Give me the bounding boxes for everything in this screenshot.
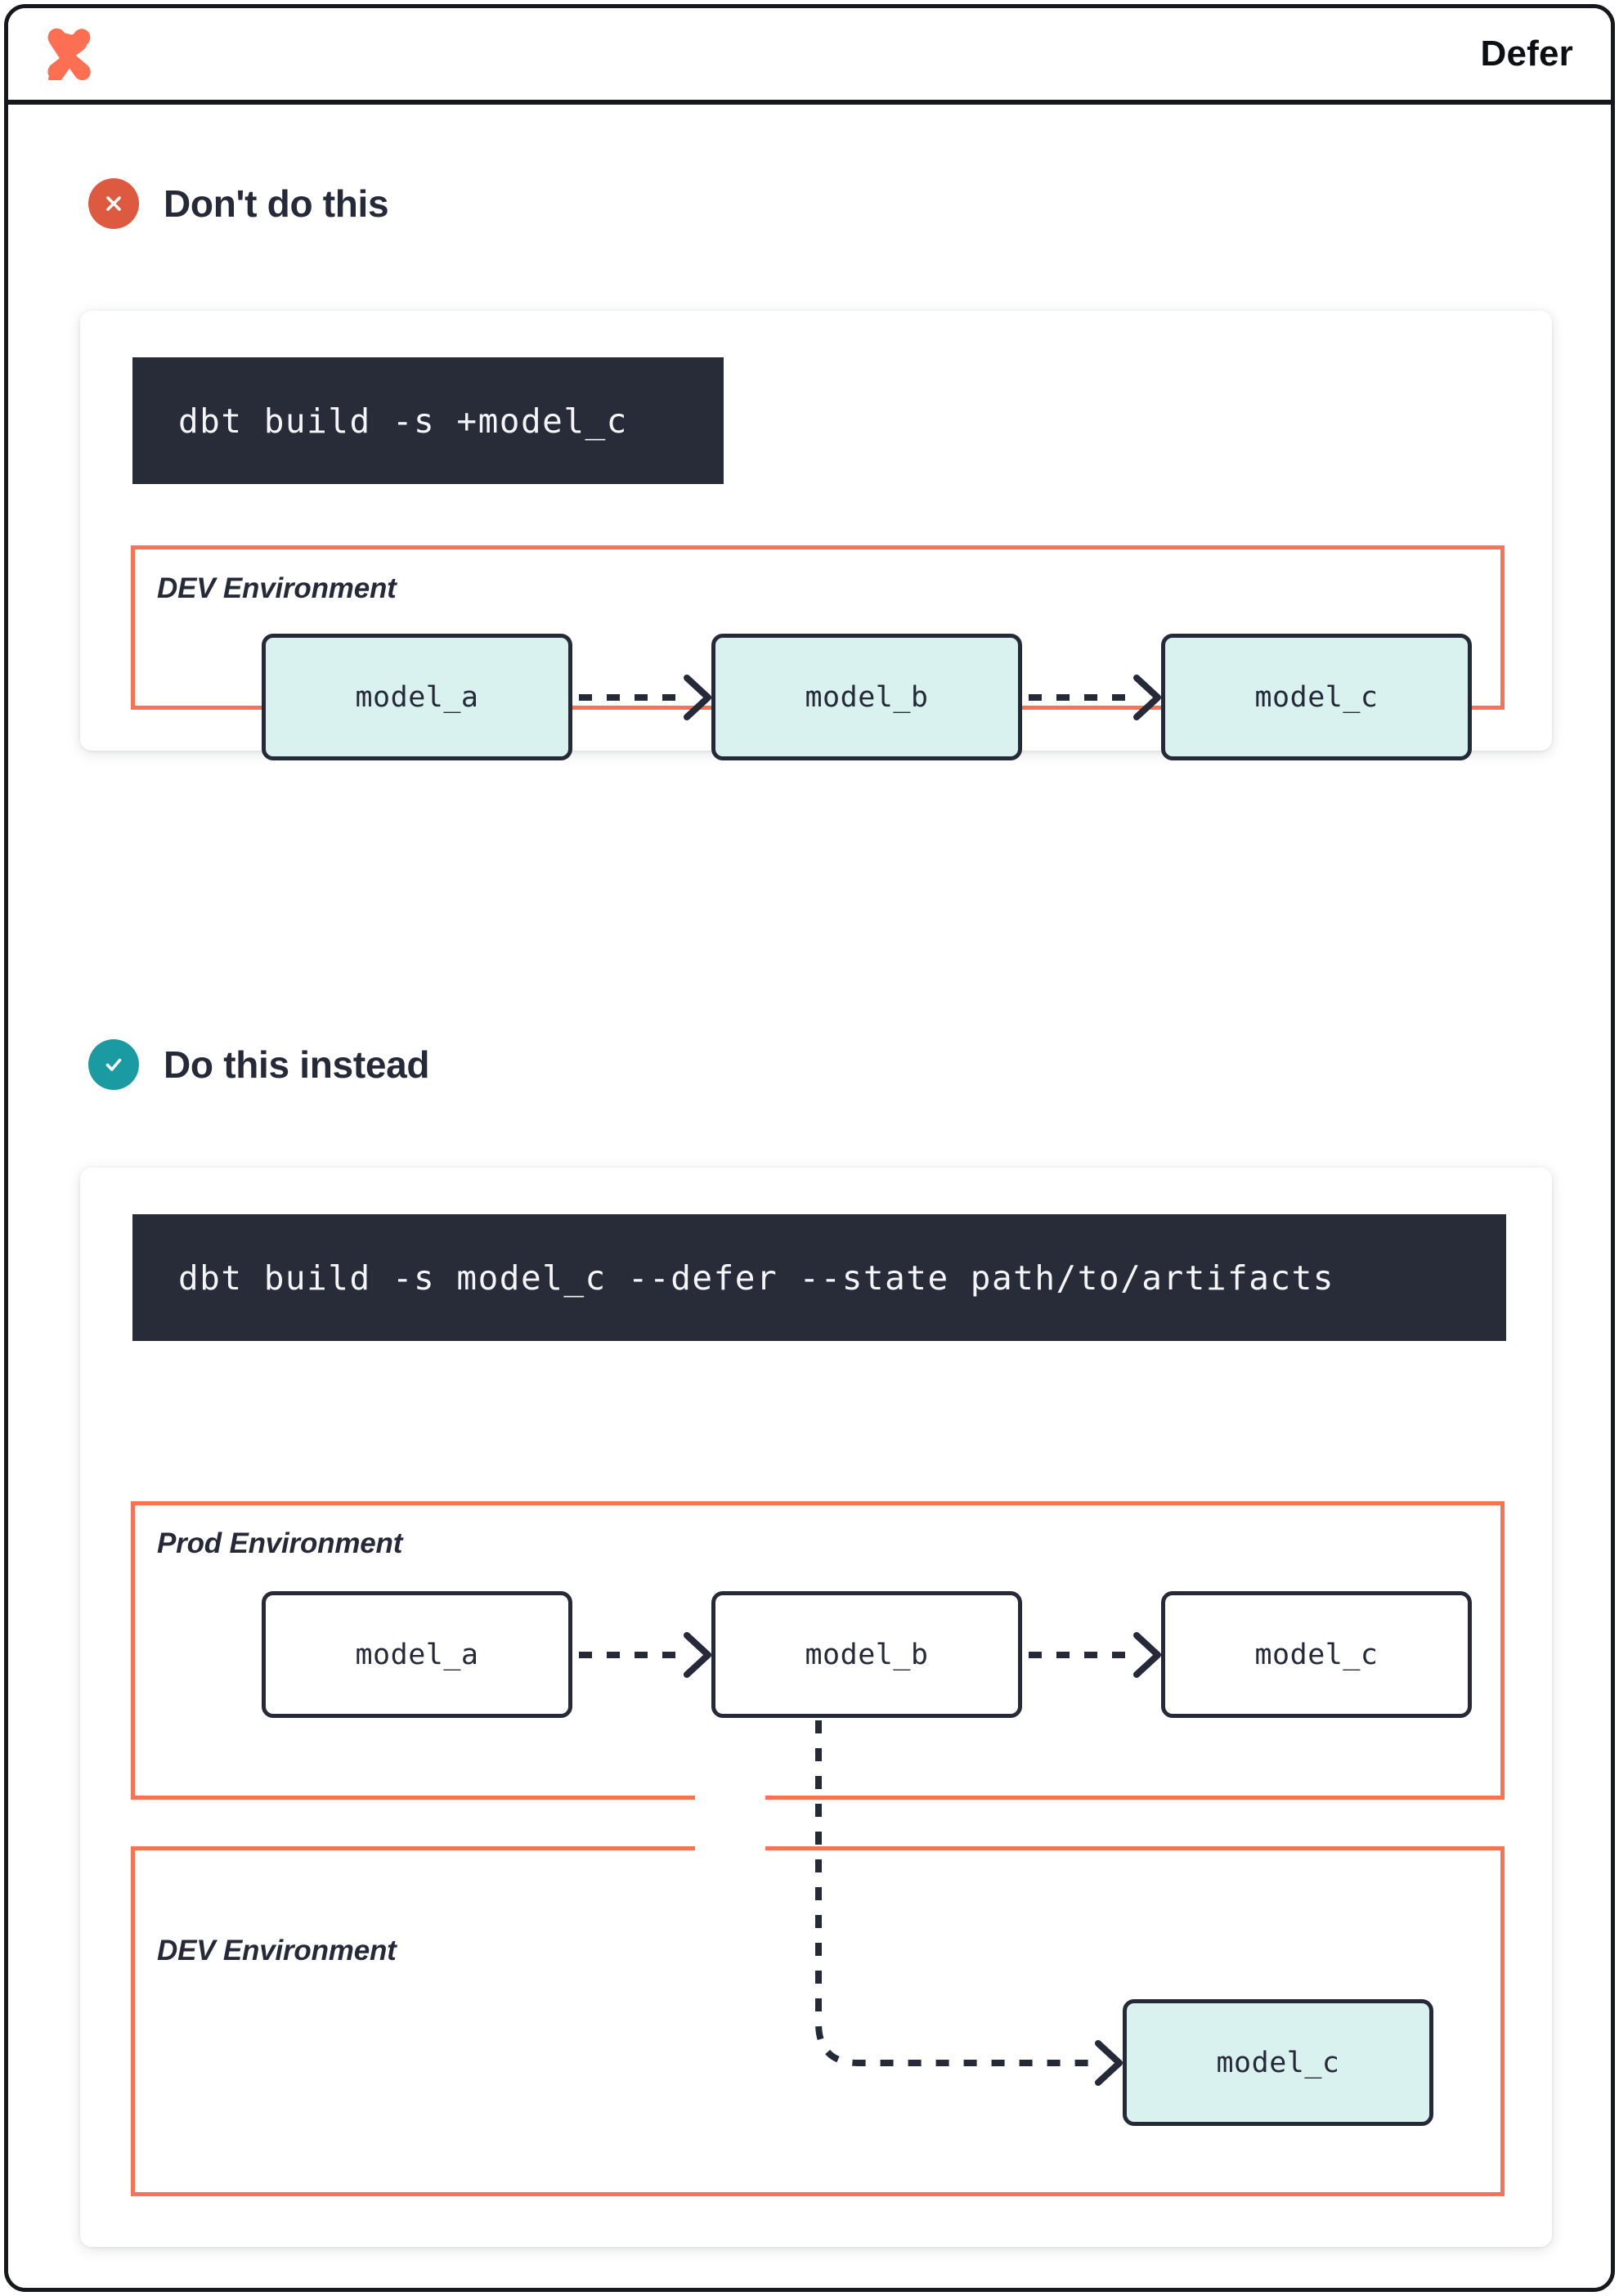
- env-prod-border-bottom-right: [765, 1796, 1505, 1800]
- section-title-do: Do this instead: [164, 1043, 430, 1086]
- node-model-b-prod[interactable]: model_b: [711, 1591, 1022, 1718]
- code-block-do[interactable]: dbt build -s model_c --defer --state pat…: [132, 1214, 1506, 1341]
- page-title: Defer: [1480, 34, 1573, 74]
- node-model-c-dev-dont[interactable]: model_c: [1161, 634, 1472, 760]
- env-prod-border-left: [131, 1501, 135, 1800]
- arrowhead-defer-to-dev-c: [1095, 2040, 1123, 2086]
- check-circle-icon: [88, 1039, 139, 1090]
- env-dev-border-bottom: [131, 2192, 1505, 2196]
- node-model-c-prod[interactable]: model_c: [1161, 1591, 1472, 1718]
- env-label-prod: Prod Environment: [157, 1527, 403, 1559]
- env-dev-border-top-left: [131, 1846, 695, 1850]
- section-title-dont: Don't do this: [164, 182, 389, 225]
- env-prod-border-bottom-left: [131, 1796, 695, 1800]
- arrowhead-prod-b-to-c: [1133, 1632, 1161, 1678]
- node-model-a-prod[interactable]: model_a: [262, 1591, 572, 1718]
- poster-frame: Defer Don't do this dbt build -s +model_…: [4, 4, 1615, 2292]
- env-label-dev-dont: DEV Environment: [157, 572, 397, 604]
- node-model-b-dev-dont[interactable]: model_b: [711, 634, 1022, 760]
- section-header-dont: Don't do this: [88, 178, 389, 229]
- card-do: dbt build -s model_c --defer --state pat…: [80, 1168, 1552, 2247]
- arrow-defer-prod-b-to-dev-c: [815, 1720, 1098, 2066]
- card-dont: dbt build -s +model_c DEV Environment mo…: [80, 311, 1552, 760]
- dbt-logo-icon: [43, 25, 96, 83]
- env-dev-border-top-right: [765, 1846, 1505, 1850]
- header-bar: Defer: [8, 8, 1611, 105]
- content-area: Don't do this dbt build -s +model_c DEV …: [8, 105, 1611, 2288]
- node-model-a-dev-dont[interactable]: model_a: [262, 634, 572, 760]
- arrowhead-prod-a-to-b: [684, 1632, 711, 1678]
- env-dev-border-right: [1500, 1846, 1505, 2196]
- env-prod-border-top: [131, 1501, 1505, 1505]
- section-header-do: Do this instead: [88, 1039, 430, 1090]
- env-label-dev-do: DEV Environment: [157, 1935, 397, 1966]
- x-circle-icon: [88, 178, 139, 229]
- env-prod-border-right: [1500, 1501, 1505, 1800]
- code-block-dont[interactable]: dbt build -s +model_c: [132, 357, 724, 484]
- env-dev-border-left: [131, 1846, 135, 2196]
- node-model-c-dev-do[interactable]: model_c: [1123, 1999, 1433, 2126]
